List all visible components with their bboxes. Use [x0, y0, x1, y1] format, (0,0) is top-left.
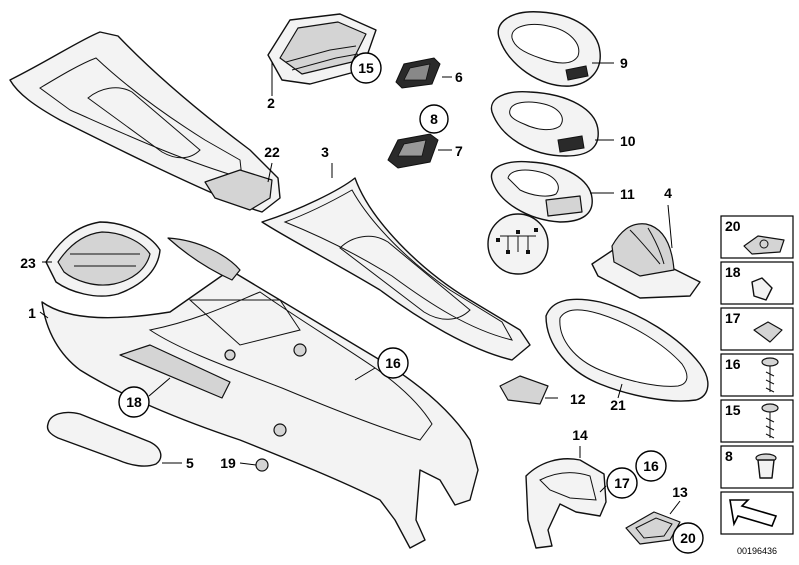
part-10-trim[interactable]: [490, 91, 599, 157]
label-part-5: 5: [186, 455, 194, 471]
svg-text:16: 16: [385, 355, 401, 371]
svg-text:16: 16: [643, 458, 659, 474]
svg-text:18: 18: [725, 264, 741, 280]
callout-16-b: 16: [635, 450, 667, 482]
label-part-13: 13: [672, 484, 688, 500]
label-part-3: 3: [321, 144, 329, 160]
legend-item-17[interactable]: 17: [720, 307, 794, 351]
part-13-cover[interactable]: [625, 511, 681, 545]
diagram-code: 00196436: [737, 546, 777, 556]
label-part-1: 1: [28, 305, 36, 321]
legend-item-15[interactable]: 15: [720, 399, 794, 443]
legend-item-18[interactable]: 18: [720, 261, 794, 305]
label-part-7: 7: [455, 143, 463, 159]
label-part-19: 19: [220, 455, 236, 471]
svg-text:20: 20: [680, 530, 696, 546]
callout-20: 20: [672, 522, 704, 554]
label-part-12: 12: [570, 391, 586, 407]
part-3-console-panel[interactable]: [261, 177, 531, 361]
part-21-frame[interactable]: [545, 298, 709, 402]
svg-text:16: 16: [725, 356, 741, 372]
label-part-2: 2: [267, 95, 275, 111]
svg-text:15: 15: [725, 402, 741, 418]
legend-arrow: [720, 491, 794, 535]
label-part-4: 4: [664, 185, 672, 201]
part-11-trim[interactable]: [490, 160, 593, 223]
part-9-trim-ring[interactable]: [497, 11, 601, 87]
part-6-switch[interactable]: [395, 57, 441, 89]
label-part-11: 11: [620, 186, 635, 202]
svg-text:15: 15: [358, 60, 374, 76]
label-part-14: 14: [572, 427, 588, 443]
label-part-22: 22: [264, 144, 280, 160]
part-2-switch-housing[interactable]: [267, 13, 377, 85]
callout-8: 8: [419, 104, 449, 134]
svg-text:17: 17: [614, 475, 630, 491]
svg-text:17: 17: [725, 310, 741, 326]
callout-17: 17: [606, 467, 638, 499]
callout-16: 16: [377, 347, 409, 379]
legend-item-8[interactable]: 8: [720, 445, 794, 489]
svg-text:8: 8: [725, 448, 733, 464]
legend-item-20[interactable]: 20: [720, 215, 794, 259]
svg-text:8: 8: [430, 111, 438, 127]
shift-pattern-detail: [487, 213, 549, 275]
label-part-10: 10: [620, 133, 636, 149]
label-part-21: 21: [610, 397, 626, 413]
svg-text:20: 20: [725, 218, 741, 234]
part-12-pad[interactable]: [499, 375, 549, 405]
legend-item-16[interactable]: 16: [720, 353, 794, 397]
fastener-legend: 20 18 17 16 15 8: [720, 215, 794, 535]
part-7-switch[interactable]: [387, 133, 439, 169]
svg-text:18: 18: [126, 394, 142, 410]
leader-lines: [39, 62, 681, 515]
callout-18: 18: [118, 386, 150, 418]
part-1-console-body[interactable]: [41, 237, 479, 549]
part-5-trim-strip[interactable]: [46, 411, 162, 467]
part-14-bracket[interactable]: [525, 458, 607, 549]
callout-15: 15: [350, 52, 382, 84]
part-4-gear-boot[interactable]: [591, 223, 701, 299]
label-part-6: 6: [455, 69, 463, 85]
part-22-trim-strip[interactable]: [9, 31, 281, 213]
part-23-storage-tray[interactable]: [45, 221, 161, 297]
label-part-23: 23: [20, 255, 36, 271]
label-part-9: 9: [620, 55, 628, 71]
part-19-plug[interactable]: [255, 458, 269, 472]
